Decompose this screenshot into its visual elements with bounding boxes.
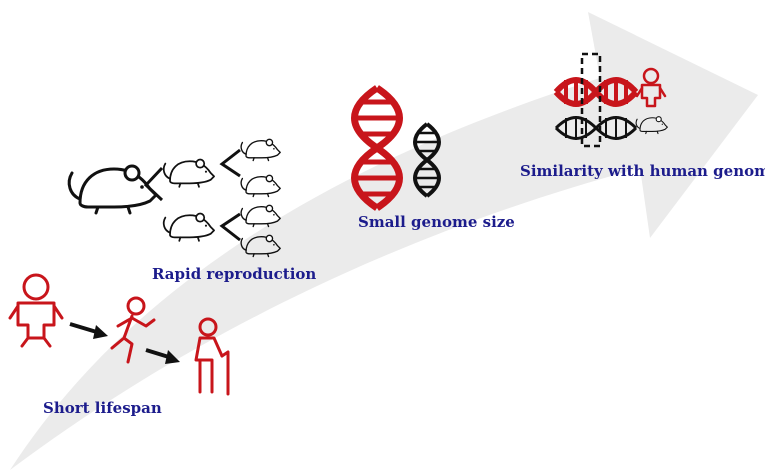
runner-icon (110, 296, 156, 364)
baby-icon (8, 273, 64, 348)
label-rapid-reproduction: Rapid reproduction (152, 265, 316, 283)
branch-level2-bottom (219, 212, 241, 242)
arrow-runner-to-elderly-head (165, 350, 180, 364)
dna-red-horizontal-icon (553, 77, 639, 107)
background-arrow (10, 12, 758, 470)
mouse-icon-gen2-top (162, 158, 215, 188)
branch-level1 (143, 166, 164, 202)
elderly-icon (194, 317, 230, 396)
label-short-lifespan: Short lifespan (43, 399, 162, 417)
mouse-icon (67, 164, 158, 215)
baby-icon-small (635, 67, 667, 108)
mouse-icon-gen2-bottom (162, 212, 215, 242)
mouse-icon-gen3-2 (240, 174, 281, 198)
label-similarity-human-genome: Similarity with human genome (520, 162, 765, 180)
comparison-box-icon (580, 52, 602, 148)
mouse-icon-gen3-1 (240, 138, 281, 162)
arrow-baby-to-runner-head (93, 325, 108, 339)
branch-level2-top (219, 148, 241, 178)
dna-black-horizontal-icon (554, 116, 638, 140)
label-small-genome-size: Small genome size (358, 213, 515, 231)
